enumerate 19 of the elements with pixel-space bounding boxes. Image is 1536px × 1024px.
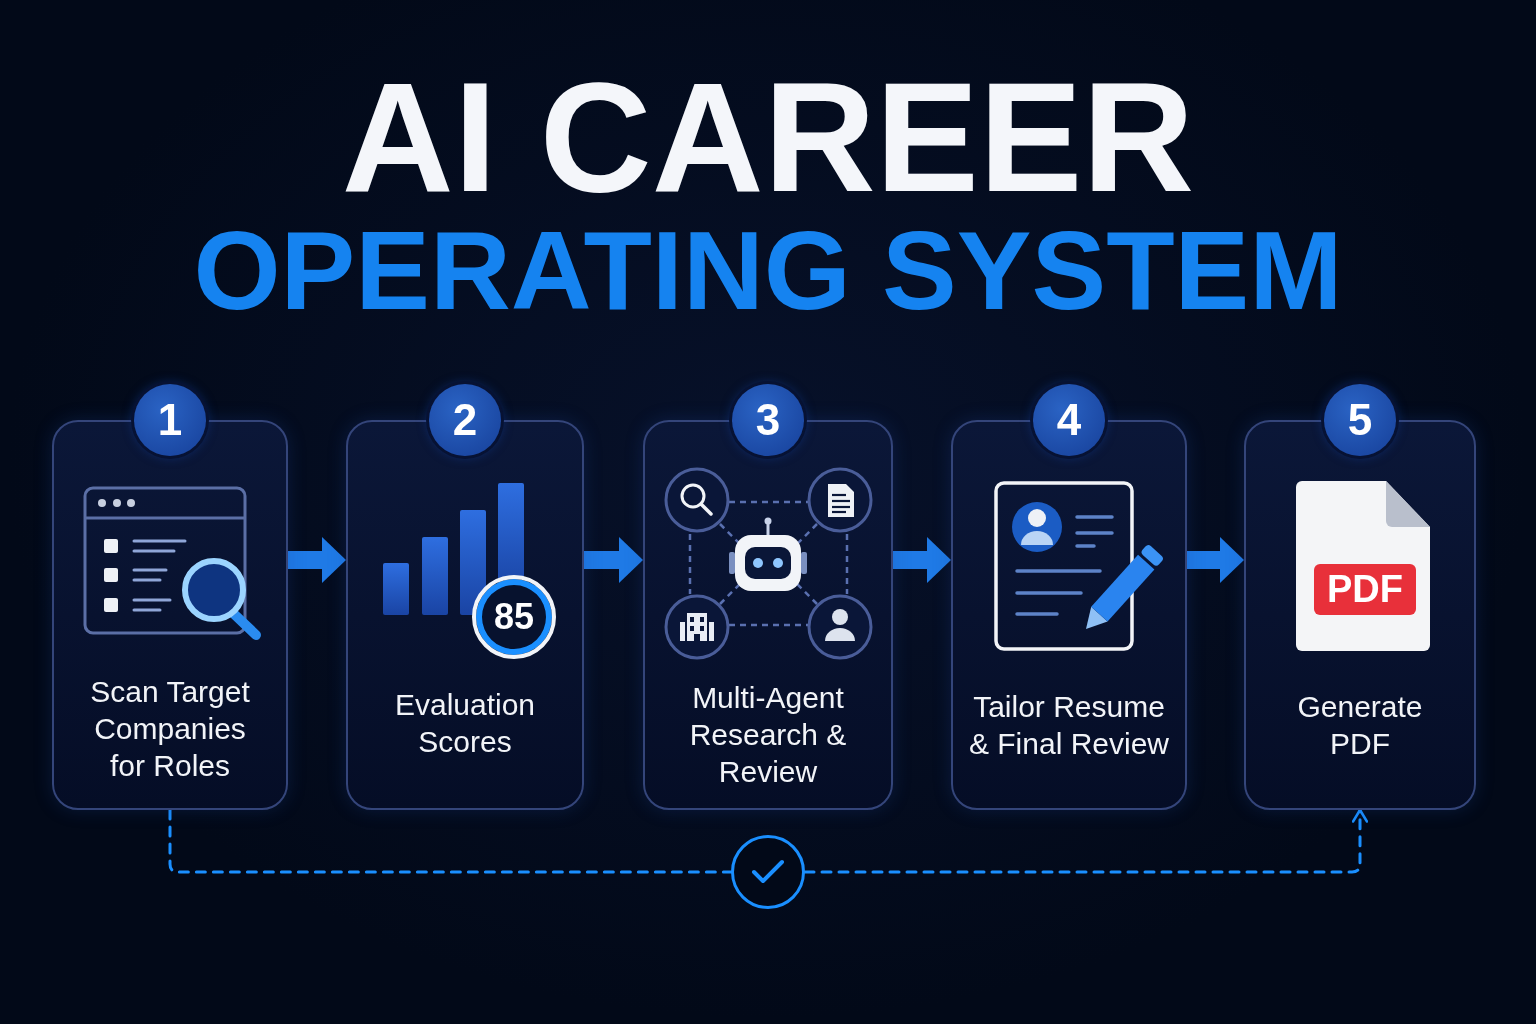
step-number: 2: [429, 384, 501, 456]
flow-arrow: [584, 537, 643, 583]
step-number: 3: [732, 384, 804, 456]
step-label: Multi-Agent Research & Review: [688, 680, 848, 790]
score-circle: 85: [472, 575, 556, 659]
dashed-connector: [803, 808, 1369, 874]
file-type-tag: PDF: [1314, 564, 1416, 615]
step-label: Evaluation Scores: [393, 687, 537, 760]
flow-arrow: [893, 537, 951, 583]
step-number: 4: [1033, 384, 1105, 456]
dashed-connector: [168, 808, 733, 874]
title: AI CAREER OPERATING SYSTEM: [192, 60, 1344, 327]
step-label: Tailor Resume & Final Review: [967, 689, 1171, 762]
flow-arrow: [1187, 537, 1244, 583]
step-label: Scan Target Companies for Roles: [89, 674, 251, 784]
step-number: 5: [1324, 384, 1396, 456]
flow-arrow: [288, 537, 346, 583]
step-number: 1: [134, 384, 206, 456]
step-label: Generate PDF: [1296, 689, 1424, 762]
